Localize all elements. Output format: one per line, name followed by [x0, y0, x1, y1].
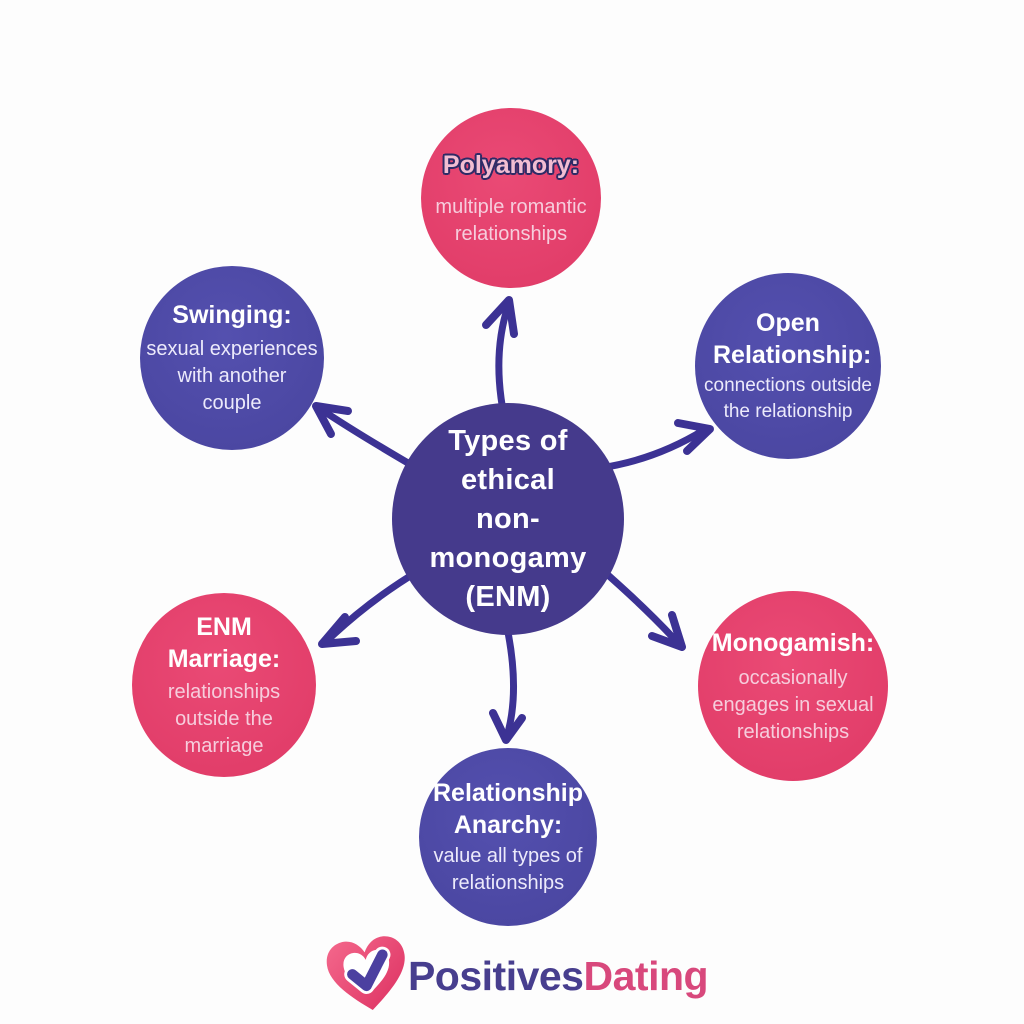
brand-wordmark: PositivesDating: [407, 952, 709, 1000]
node-description: multiple romantic relationships: [435, 195, 587, 245]
node-description: connections outside the relationship: [704, 375, 872, 422]
node-description: relationships outside the marriage: [167, 680, 281, 757]
node-open-relationship: Open Relationship: connections outside t…: [695, 273, 881, 459]
node-monogamish: Monogamish: occasionally engages in sexu…: [698, 591, 888, 781]
node-polyamory: Polyamory: multiple romantic relationshi…: [421, 108, 601, 288]
arrow-to-monogamish: [596, 564, 682, 647]
center-title: Types of ethical non-monogamy (ENM): [429, 424, 587, 613]
brand-footer: PositivesDating: [0, 934, 1024, 1018]
arrow-to-polyamory: [495, 302, 512, 420]
node-description: sexual experiences with another couple: [146, 338, 318, 414]
node-title: ENM Marriage:: [167, 612, 281, 673]
node-title: Monogamish:: [711, 628, 875, 657]
node-title: Open Relationship:: [713, 309, 872, 369]
node-title: Swinging:: [172, 301, 292, 329]
node-relationship-anarchy: Relationship Anarchy: value all types of…: [419, 748, 597, 926]
brand-part-dating: Dating: [583, 952, 709, 999]
arrow-to-relationship-anarchy: [501, 614, 518, 740]
node-title: Relationship Anarchy:: [432, 779, 583, 839]
node-title: Polyamory:: [442, 150, 580, 179]
node-description: value all types of relationships: [433, 845, 583, 894]
node-description: occasionally engages in sexual relations…: [712, 666, 874, 743]
heart-check-icon: [326, 936, 405, 1011]
node-swinging: Swinging: sexual experiences with anothe…: [140, 266, 324, 450]
brand-part-positives: Positives: [407, 952, 584, 999]
node-enm-marriage: ENM Marriage: relationships outside the …: [132, 593, 316, 777]
node-center-types-of-enm: Types of ethical non-monogamy (ENM): [392, 403, 624, 635]
